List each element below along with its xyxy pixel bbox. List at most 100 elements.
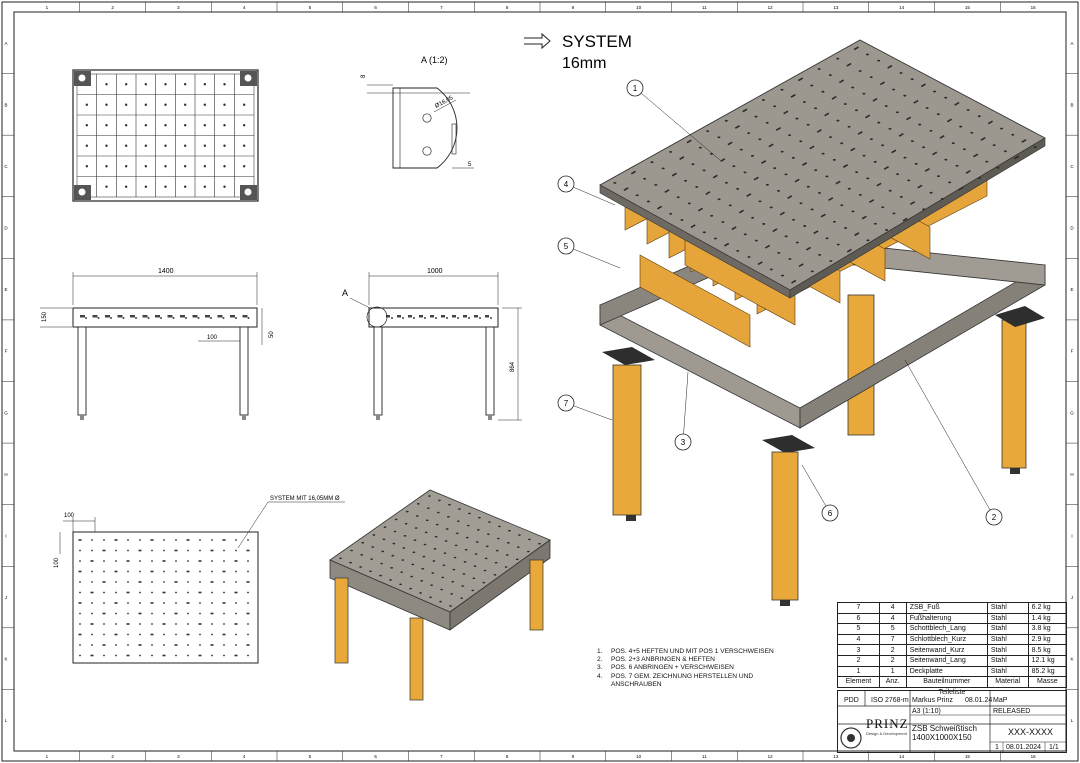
tb-creator: Markus Prinz bbox=[912, 697, 953, 704]
bom-cell-mat: Stahl bbox=[986, 644, 1029, 656]
tb-docno: XXX-XXXX bbox=[1008, 727, 1054, 737]
title-line1: SYSTEM bbox=[562, 32, 632, 51]
grid-col-label: 8 bbox=[506, 754, 509, 759]
bom-cell-mass: 8.5 kg bbox=[1027, 644, 1068, 656]
bom-cell-mass: 6.2 kg bbox=[1027, 602, 1068, 614]
grid-row-label: K bbox=[4, 657, 7, 662]
bom-cell-el: 1 bbox=[837, 665, 880, 678]
item-balloon: 4 bbox=[564, 180, 569, 189]
bom-cell-anz: 1 bbox=[878, 665, 907, 678]
front-width: 1400 bbox=[158, 268, 174, 275]
grid-row-label: C bbox=[4, 164, 8, 169]
grid-row-label: E bbox=[1070, 287, 1073, 292]
item-balloon: 5 bbox=[564, 242, 569, 251]
tb-dept: PDD bbox=[844, 697, 859, 704]
front-height: 150 bbox=[42, 311, 48, 322]
top-view bbox=[72, 69, 259, 202]
grid-col-label: 12 bbox=[768, 5, 774, 10]
note-number: 2. bbox=[597, 656, 603, 664]
grid-col-label: 2 bbox=[111, 754, 114, 759]
parts-list-caption-row: Teileliste bbox=[838, 687, 1067, 697]
item-balloon: 1 bbox=[633, 84, 638, 93]
bom-cell-anz: 7 bbox=[878, 633, 907, 646]
parts-list-caption: Teileliste bbox=[938, 689, 966, 697]
bom-cell-el: 3 bbox=[837, 644, 880, 656]
detail-marker: A bbox=[342, 288, 348, 298]
grid-row-label: K bbox=[1070, 657, 1073, 662]
grid-row-label: J bbox=[5, 595, 7, 600]
tb-date1: 08.01.24 bbox=[965, 697, 993, 704]
bom-cell-mass: 12.1 kg bbox=[1027, 654, 1068, 667]
tb-status: RELEASED bbox=[993, 708, 1031, 715]
parts-list-header: Element Anz. Bauteilnummer Material Mass… bbox=[837, 676, 1068, 688]
grid-col-label: 14 bbox=[899, 5, 905, 10]
detail-a: A (1:2) Ø16,05 5 8 bbox=[361, 55, 474, 169]
front-view: 1400 150 100 50 bbox=[40, 268, 275, 420]
tb-name2: 1400X1000X150 bbox=[912, 733, 972, 742]
hdr-element: Element bbox=[837, 676, 880, 688]
grid-col-label: 1 bbox=[46, 5, 49, 10]
grid-col-label: 3 bbox=[177, 5, 180, 10]
hdr-mass: Masse bbox=[1027, 676, 1068, 688]
note-number: 1. bbox=[597, 648, 603, 655]
item-balloon: 2 bbox=[992, 513, 997, 522]
grid-row-label: J bbox=[1071, 595, 1073, 600]
grid-col-label: 16 bbox=[1031, 5, 1037, 10]
grid-row-label: H bbox=[1070, 472, 1073, 477]
grid-row-label: F bbox=[1071, 349, 1074, 354]
note-number: 4. bbox=[597, 672, 603, 680]
note-number: 3. bbox=[597, 664, 603, 672]
bom-cell-anz: 2 bbox=[878, 654, 907, 667]
grid-row-label: L bbox=[1071, 718, 1074, 723]
note-text: POS. 2+3 ANBRINGEN & HEFTEN bbox=[611, 656, 715, 664]
grid-row-label: D bbox=[1070, 226, 1074, 231]
plate-view: 100 100 SYSTEM MIT 16,05MM Ø bbox=[54, 496, 345, 664]
grid-col-label: 5 bbox=[309, 5, 312, 10]
grid-col-label: 2 bbox=[111, 5, 114, 10]
title-line2: 16mm bbox=[562, 55, 606, 72]
bom-cell-el: 6 bbox=[837, 612, 880, 625]
item-balloon: 7 bbox=[564, 399, 569, 408]
bom-cell-name: Schottblech_Lang bbox=[905, 623, 988, 635]
grid-col-label: 7 bbox=[440, 754, 443, 759]
grid-row-label: G bbox=[1070, 410, 1074, 415]
hdr-material: Material bbox=[986, 676, 1029, 688]
bom-cell-mass: 3.8 kg bbox=[1027, 623, 1068, 635]
note-text: POS. 7 GEM. ZEICHNUNG HERSTELLEN UND bbox=[611, 672, 754, 680]
grid-col-label: 15 bbox=[965, 754, 971, 759]
front-foot-dim: 50 bbox=[269, 331, 275, 338]
bom-cell-mat: Stahl bbox=[986, 654, 1029, 667]
bom-cell-anz: 4 bbox=[878, 612, 907, 625]
front-subdim: 100 bbox=[207, 335, 218, 341]
grid-col-label: 8 bbox=[506, 5, 509, 10]
grid-col-label: 11 bbox=[702, 754, 707, 759]
grid-col-label: 9 bbox=[572, 754, 575, 759]
grid-row-label: I bbox=[1071, 533, 1072, 538]
plate-dim-x: 100 bbox=[64, 513, 75, 519]
bom-cell-mat: Stahl bbox=[986, 665, 1029, 678]
grid-row-label: C bbox=[1070, 164, 1074, 169]
bom-cell-anz: 5 bbox=[878, 623, 907, 635]
tb-scale: A3 (1:10) bbox=[912, 708, 941, 715]
tb-rev: 1 bbox=[995, 744, 999, 751]
tb-approver: MaP bbox=[993, 697, 1008, 704]
grid-row-label: E bbox=[4, 287, 7, 292]
grid-col-label: 7 bbox=[440, 5, 443, 10]
note-line: 4. POS. 7 GEM. ZEICHNUNG HERSTELLEN UND bbox=[597, 673, 774, 681]
grid-col-label: 10 bbox=[636, 5, 642, 10]
bom-cell-name: Fußhalterung bbox=[905, 612, 988, 625]
bom-cell-el: 7 bbox=[837, 602, 880, 614]
note-text: POS. 4+5 HEFTEN UND MIT POS 1 VERSCHWEIS… bbox=[611, 648, 774, 655]
bom-cell-mat: Stahl bbox=[986, 612, 1029, 625]
grid-row-label: B bbox=[4, 102, 7, 107]
tb-logo: PRINZ bbox=[866, 716, 909, 731]
tb-date2: 08.01.2024 bbox=[1006, 744, 1042, 751]
grid-row-label: A bbox=[4, 41, 7, 46]
bom-cell-name: Seitenwand_Lang bbox=[905, 654, 988, 667]
